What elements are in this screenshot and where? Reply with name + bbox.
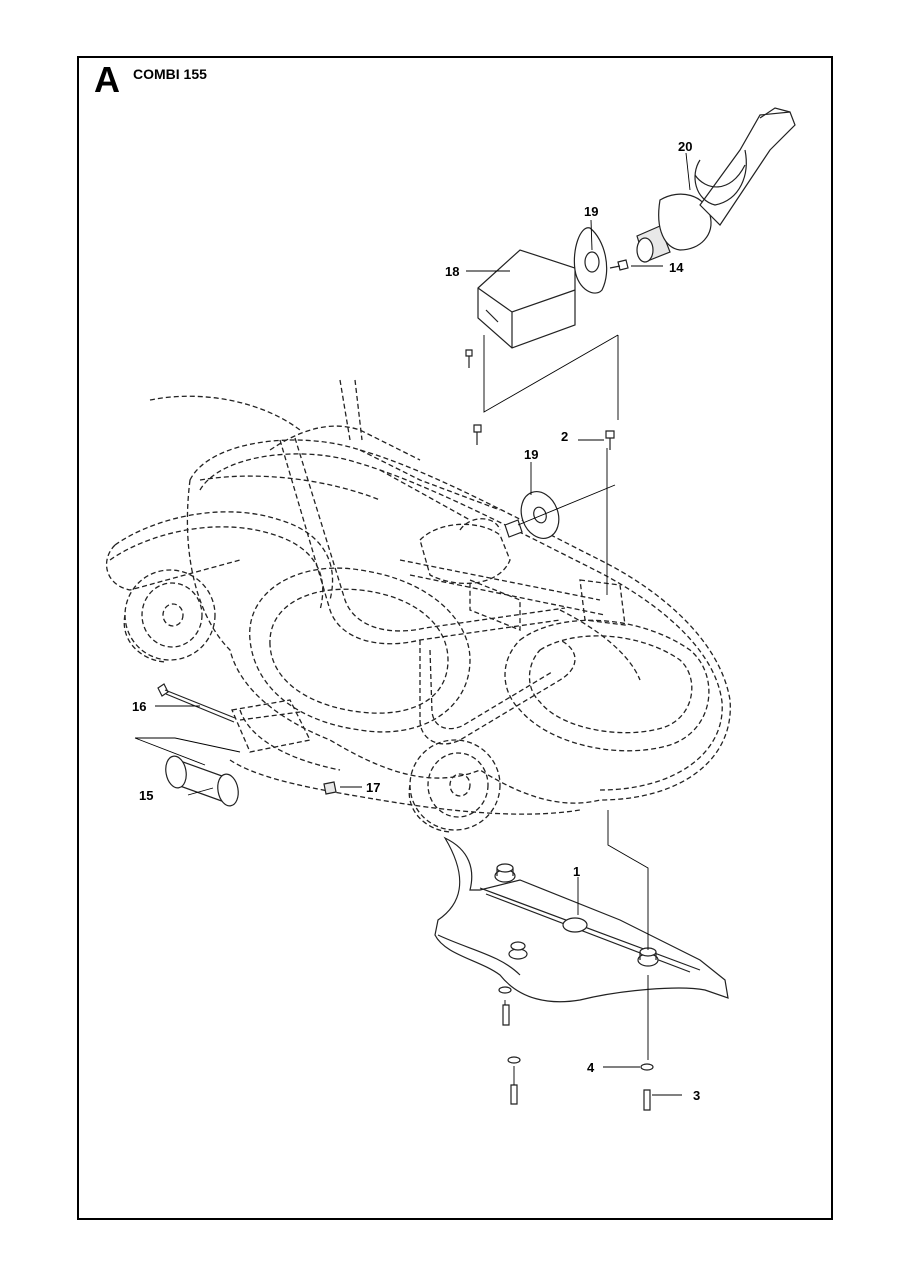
drive-shaft-20 [636,107,796,263]
washer-under-plate-left [498,986,512,994]
bolt-3 [643,1089,651,1111]
callout-17: 17 [366,780,380,795]
guard-bolt-lower [473,424,482,445]
callout-1: 1 [573,864,580,879]
diagram-frame [77,56,833,1220]
guard-bolt-upper [465,349,473,368]
roller-15 [165,755,239,807]
nut-17 [323,781,337,795]
skid-plate-1 [434,836,729,1003]
front-right-wheel [408,739,501,833]
bolt-2 [605,430,615,450]
washer-lower-left [507,1056,521,1064]
callout-19-top: 19 [584,204,598,219]
front-left-wheel [123,569,216,663]
callout-leaders [155,152,691,1096]
roller-bracket [231,699,311,753]
bolt-14 [609,259,629,271]
callout-4: 4 [587,1060,595,1075]
callout-16: 16 [132,699,146,714]
assembly-leader-lines [134,334,649,1085]
callout-19-lower: 19 [524,447,538,462]
washer-4 [640,1063,654,1071]
callout-3: 3 [693,1088,700,1103]
belt-guard-cover-18 [477,249,576,349]
long-bolt-16 [157,683,236,723]
callout-14: 14 [669,260,684,275]
bolt-under-plate-left [502,1004,510,1026]
callout-15: 15 [139,788,153,803]
section-letter: A [94,59,120,100]
callout-18: 18 [445,264,459,279]
callout-20: 20 [678,139,692,154]
mower-deck-housing [186,439,731,815]
flange-plate-19-lower [520,491,560,539]
gearbox-input-shaft [504,519,523,538]
deck-frame-tubes [106,379,641,745]
model-title: COMBI 155 [133,66,207,82]
flange-plate-19-top [573,227,608,294]
bolt-lower-left [510,1084,518,1105]
callout-2: 2 [561,429,568,444]
